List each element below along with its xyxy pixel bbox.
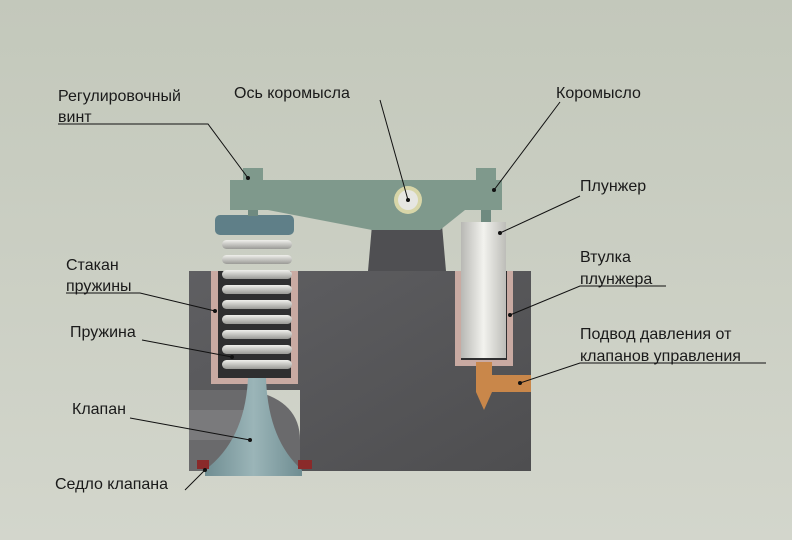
plunger-rod: [481, 210, 491, 222]
label-spring: Пружина: [70, 324, 136, 341]
plunger: [461, 222, 506, 358]
rocker-support: [368, 225, 446, 271]
valve: [205, 378, 302, 476]
label-valve-seat: Седло клапана: [55, 476, 168, 493]
spring: [222, 240, 292, 369]
label-adjusting-screw-line2: винт: [58, 109, 92, 126]
label-spring-cup-line2: пружины: [66, 278, 132, 295]
label-pressure-supply-line1: Подвод давления от: [580, 326, 732, 343]
plunger-screw: [476, 168, 496, 181]
label-spring-cup-line1: Стакан: [66, 257, 119, 274]
label-plunger: Плунжер: [580, 178, 646, 195]
label-plunger-sleeve-line2: плунжера: [580, 271, 652, 288]
valve-seat-left: [197, 460, 209, 469]
pressure-fitting: [476, 362, 492, 410]
leader-lines: [58, 99, 766, 491]
label-valve: Клапан: [72, 401, 126, 418]
spring-retainer: [215, 215, 294, 235]
screw-rod: [248, 210, 258, 216]
label-rocker: Коромысло: [556, 85, 641, 102]
label-rocker-axis: Ось коромысла: [234, 85, 350, 102]
valve-seat-right: [298, 460, 312, 469]
label-plunger-sleeve-line1: Втулка: [580, 249, 631, 266]
label-adjusting-screw-line1: Регулировочный: [58, 88, 181, 105]
rocker-arm: [230, 180, 502, 230]
pressure-supply-pipe: [490, 375, 531, 392]
label-pressure-supply-line2: клапанов управления: [580, 348, 741, 365]
